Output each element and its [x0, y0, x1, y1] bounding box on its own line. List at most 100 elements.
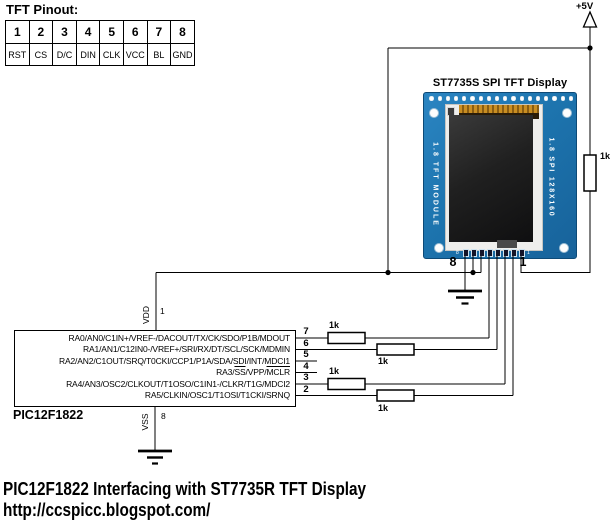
- pic-pin-label-segment: RA2/AN2/C1OUT/SRQ/T0CKI/CCP1/P1A/SDA/SDI…: [58, 355, 290, 366]
- pic-pin-label-ra3: RA3/SS/VPP/MCLR: [15, 367, 295, 378]
- pin-number-cell: 6: [122, 20, 148, 44]
- display-pin-pad: [519, 249, 525, 257]
- wire-ra4-dc: [365, 256, 506, 385]
- vdd-pin-number: 1: [160, 306, 165, 316]
- display-pin-pad: [511, 249, 517, 257]
- resistor-r5: [583, 154, 597, 192]
- screen-notch: [497, 240, 517, 248]
- display-pin1-label: 1: [519, 255, 527, 269]
- pin-name-cell: DIN: [75, 43, 101, 66]
- wire-ra0-clk: [365, 256, 490, 339]
- header-hole-icon: [527, 96, 533, 101]
- footer-url: http://ccspicc.blogspot.com/: [3, 500, 211, 520]
- header-hole-icon: [511, 96, 516, 101]
- pic-pin-number-6: 6: [303, 337, 309, 349]
- pic-pin-number-2: 2: [303, 383, 309, 395]
- pic-pin-label-segment: RA3/: [216, 367, 235, 378]
- display-pin-pad: [463, 249, 469, 257]
- header-hole-icon: [503, 96, 508, 101]
- header-hole-icon: [494, 96, 500, 101]
- pic-pin-label-ra5: RA5/CLKIN/OSC1/T1OSI/T1CKI/SRNQ: [15, 390, 295, 401]
- wire-ra1-din: [414, 256, 498, 351]
- pic-pin-label-segment: RA4/AN3/OSC2/CLKOUT/T1OSO/C1IN1-/CLKR/T1…: [66, 378, 290, 389]
- display-pin8-label: 8: [449, 255, 457, 269]
- pin-name-cell: GND: [170, 43, 195, 66]
- header-hole-icon: [462, 96, 467, 101]
- resistor-r1: [327, 331, 366, 345]
- pin-name-cell: BL: [146, 43, 172, 66]
- pic-pin-number-3: 3: [303, 372, 309, 383]
- vdd-label: VDD: [141, 306, 151, 324]
- vss-pin-number: 8: [161, 411, 166, 421]
- pic-pin-label-segment: RA1/AN1/C12IN0-/VREF+/SRI/RX/DT/SCL/SCK/…: [83, 344, 290, 355]
- mounting-hole-icon: [562, 108, 572, 118]
- mounting-hole-icon: [429, 108, 439, 118]
- silk-pin1-label: 1: [527, 250, 530, 256]
- pic-pin-label-ra2: RA2/AN2/C1OUT/SRQ/T0CKI/CCP1/P1A/SDA/SDI…: [15, 356, 295, 367]
- pic-pin-label-segment: MCLR: [266, 367, 291, 378]
- resistor-label-r2: 1k: [378, 356, 389, 366]
- pin-number-cell: 8: [170, 20, 195, 44]
- display-pin-pad: [487, 249, 493, 257]
- pin-number-cell: 4: [75, 20, 101, 44]
- power-5v-label: +5V: [576, 1, 594, 12]
- wire-rst-pullup: [520, 191, 591, 274]
- pin-number-cell: 1: [5, 20, 30, 44]
- flex-cable-icon: [459, 105, 539, 113]
- header-hole-icon: [568, 96, 574, 101]
- header-hole-icon: [478, 96, 483, 101]
- power-arrow-icon: [582, 10, 598, 28]
- pic-pin-number-7: 7: [303, 326, 309, 337]
- resistor-label-r1: 1k: [329, 320, 340, 330]
- pin-number-cell: 7: [146, 20, 172, 44]
- header-hole-icon: [535, 96, 541, 101]
- mounting-hole-icon: [434, 243, 444, 253]
- silk-pin8-label: 8: [456, 250, 459, 256]
- display-pin-pad: [503, 249, 509, 257]
- header-hole-icon: [453, 96, 459, 101]
- resistor-r3: [327, 377, 366, 391]
- pin-name-cell: VCC: [122, 43, 148, 66]
- pic-pin-label-segment: RA5/CLKIN/OSC1/T1OSI/T1CKI/SRNQ: [144, 389, 290, 400]
- tft-pinout-table: 1 2 3 4 5 6 7 8 RST CS D/C DIN CLK VCC B…: [5, 20, 195, 66]
- pic-pin-number-4: 4: [303, 360, 309, 372]
- pic-pin-label-segment: /VPP/: [245, 367, 267, 378]
- tft-screen: [449, 115, 533, 242]
- pin-name-cell: D/C: [52, 43, 77, 66]
- pic-pin-label-ra4: RA4/AN3/OSC2/CLKOUT/T1OSO/C1IN1-/CLKR/T1…: [15, 379, 295, 390]
- header-hole-icon: [519, 96, 524, 101]
- display-module: 1.8 TFT MODULE 1.8 SPI 128X160 8 1: [423, 92, 577, 259]
- resistor-r2: [376, 343, 415, 356]
- display-pin-pad: [479, 249, 485, 257]
- pinout-numbers-row: 1 2 3 4 5 6 7 8: [5, 20, 195, 44]
- pin-name-cell: CS: [28, 43, 54, 66]
- resistor-label-r4: 1k: [378, 403, 389, 413]
- header-hole-icon: [429, 96, 434, 101]
- vss-label: VSS: [140, 413, 150, 431]
- pic-pin-number-5: 5: [303, 349, 309, 360]
- resistor-label-r3: 1k: [329, 366, 340, 376]
- header-hole-icon: [470, 96, 475, 101]
- mounting-hole-icon: [559, 243, 569, 253]
- wire-ra5-cs: [414, 256, 514, 397]
- junction-dot: [385, 45, 593, 276]
- ground-icon: [448, 289, 482, 305]
- resistor-r4: [376, 389, 415, 402]
- pic-pin-label-ra0: RA0/AN0/C1IN+/VREF-/DACOUT/TX/CK/SDO/P1B…: [15, 333, 295, 344]
- display-title: ST7735S SPI TFT Display: [432, 77, 568, 89]
- pic-name-label: PIC12F1822: [13, 408, 84, 422]
- header-hole-icon: [437, 96, 442, 101]
- pic-pin-label-segment: RA0/AN0/C1IN+/VREF-/DACOUT/TX/CK/SDO/P1B…: [68, 333, 291, 343]
- display-pin-pad: [495, 249, 501, 257]
- header-hole-icon: [560, 96, 565, 101]
- pin-name-cell: CLK: [99, 43, 124, 66]
- pic-pin-label-ra1: RA1/AN1/C12IN0-/VREF+/SRI/RX/DT/SCL/SCK/…: [15, 344, 295, 355]
- footer-title: PIC12F1822 Interfacing with ST7735R TFT …: [3, 479, 367, 499]
- pic-box: RA0/AN0/C1IN+/VREF-/DACOUT/TX/CK/SDO/P1B…: [14, 330, 296, 407]
- pinout-names-row: RST CS D/C DIN CLK VCC BL GND: [5, 43, 195, 66]
- header-hole-icon: [486, 96, 492, 101]
- header-hole-icon: [544, 96, 549, 101]
- ground-icon: [138, 449, 172, 465]
